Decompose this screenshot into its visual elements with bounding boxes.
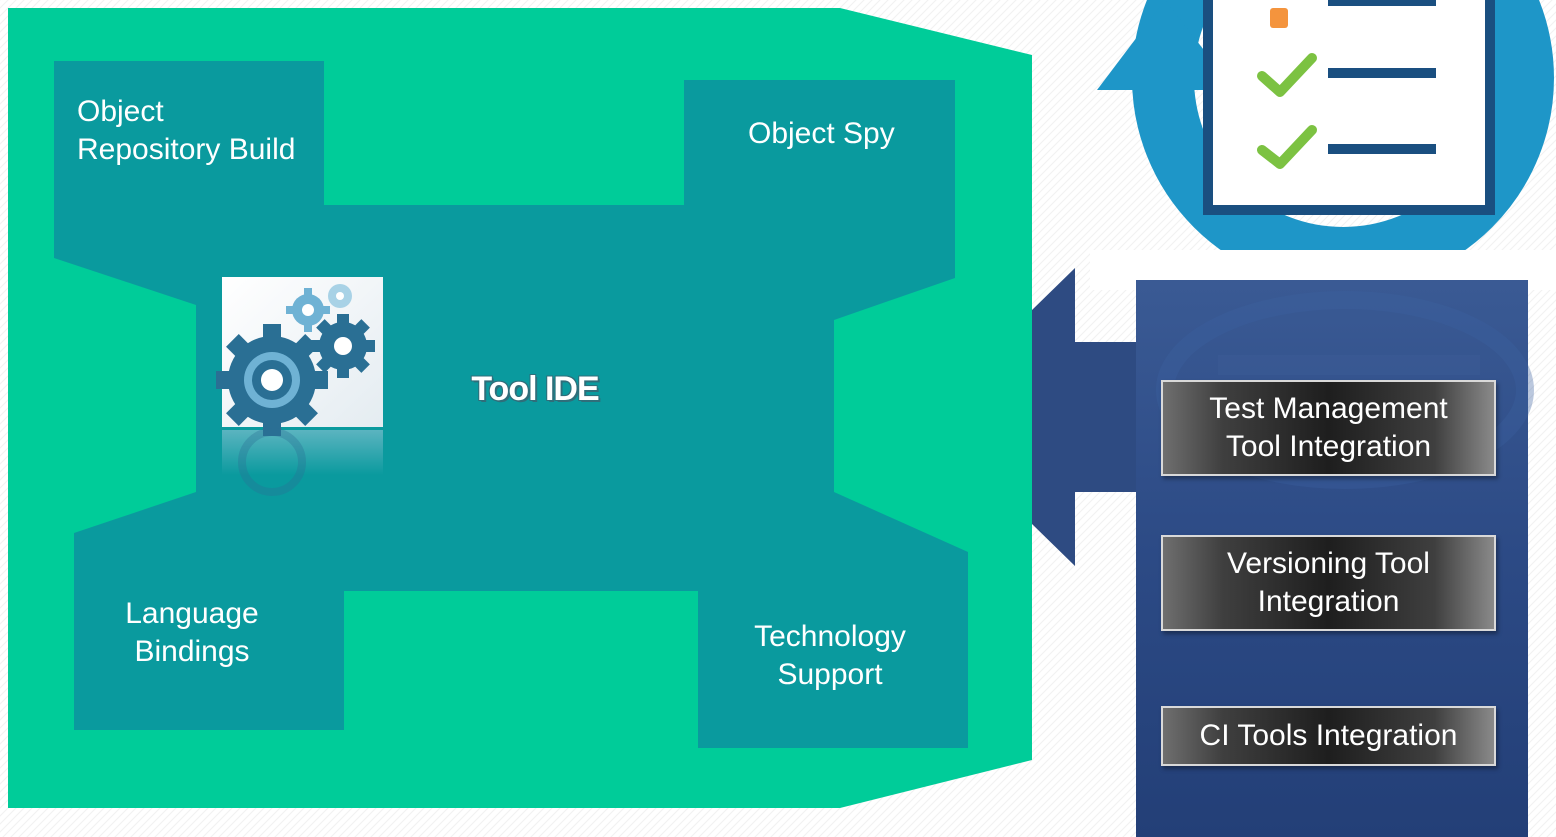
- inner-teal-shape: [54, 61, 968, 748]
- tool-ide-title: Tool IDE: [471, 370, 599, 408]
- versioning-tool-integration-box: Versioning Tool Integration: [1161, 535, 1496, 631]
- object-repository-build-label: Object Repository Build: [77, 95, 296, 166]
- ci-tools-integration-box: CI Tools Integration: [1161, 706, 1496, 766]
- gears-icon: [216, 277, 383, 496]
- test-management-integration-box: Test Management Tool Integration: [1161, 380, 1496, 476]
- left-arrow-head: [1032, 268, 1140, 566]
- object-spy-label: Object Spy: [748, 117, 895, 150]
- language-bindings-label: Language Bindings: [125, 597, 259, 668]
- technology-support-label: Technology Support: [754, 620, 906, 691]
